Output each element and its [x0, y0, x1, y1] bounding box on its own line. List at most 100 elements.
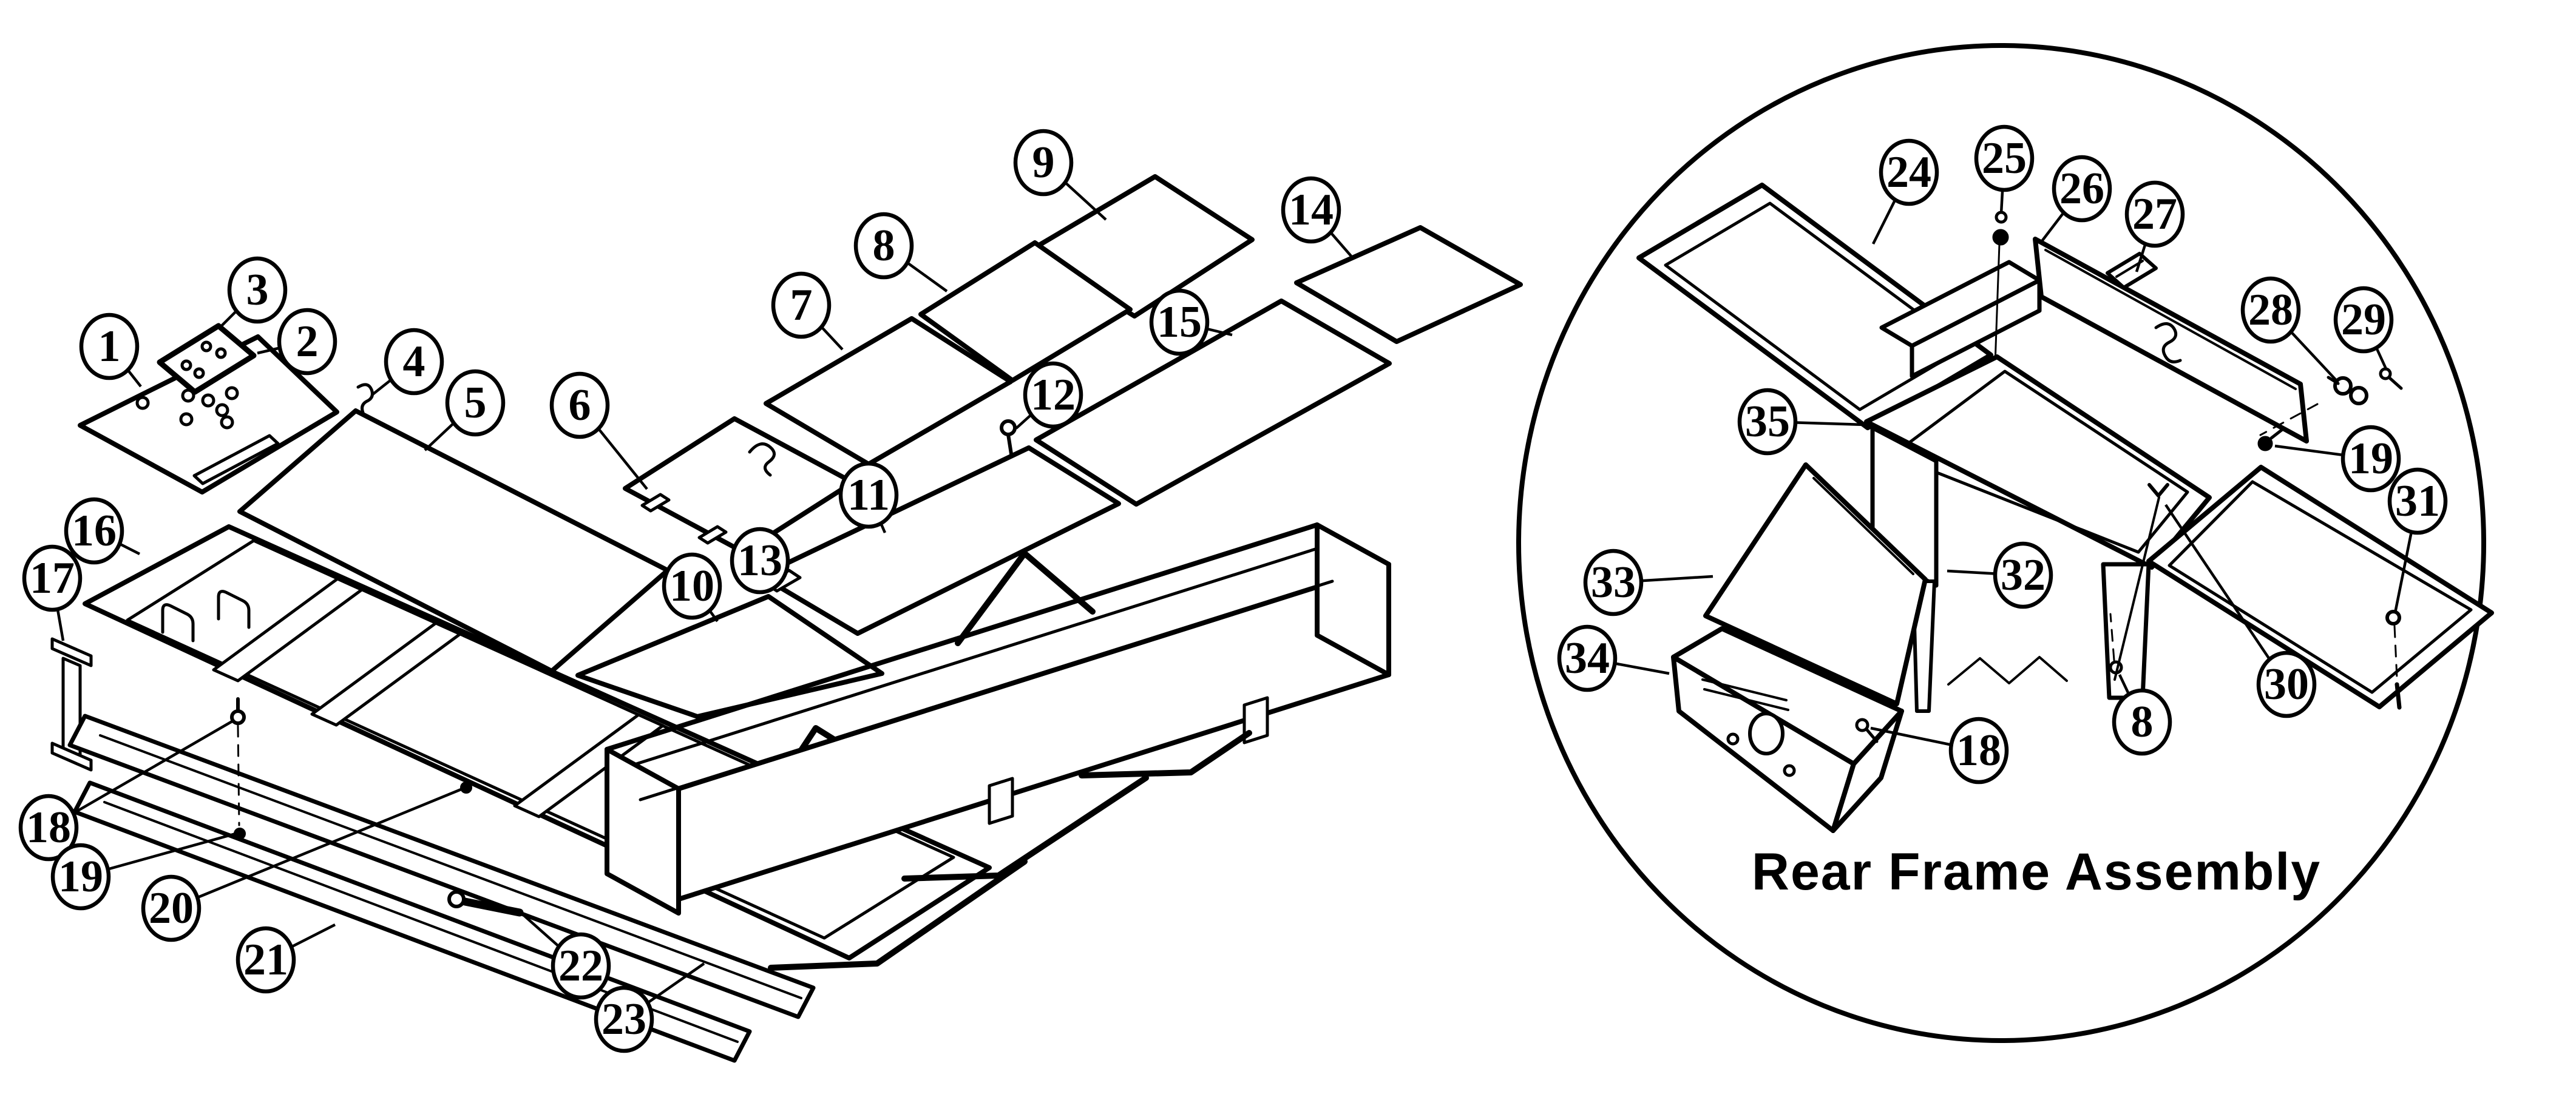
- rail-20: [67, 714, 816, 1019]
- callout-11-bubble: [838, 461, 899, 529]
- callout-7-number: 7: [790, 280, 813, 330]
- frame-16-divider-1: [212, 577, 364, 683]
- box-23-right-cap: [1315, 522, 1391, 677]
- callout-28-number: 28: [2248, 285, 2293, 335]
- callout-14-bubble: [1281, 176, 1341, 244]
- plate-7: [764, 316, 1013, 467]
- callout-30-number: 30: [2264, 660, 2309, 709]
- callout-9-number: 9: [1032, 138, 1055, 187]
- callout-31-bubble: [2387, 467, 2448, 535]
- callout-10-bubble: [662, 552, 722, 620]
- callout-27-number: 27: [2132, 189, 2177, 239]
- pin-22: [461, 897, 524, 917]
- plate-1-hole-7: [220, 415, 234, 430]
- callout-24-bubble: [1879, 138, 1939, 206]
- inset-title: Rear Frame Assembly: [1752, 843, 2321, 901]
- bolt-19-inset-stem: [2269, 428, 2284, 440]
- plate-2-3-hole-1: [200, 340, 212, 353]
- rod-30-eye: [2147, 483, 2169, 498]
- callout-17-number: 17: [30, 553, 75, 603]
- callout-2-number: 2: [296, 317, 319, 366]
- callout-1-bubble: [79, 312, 140, 380]
- callout-15-number: 15: [1157, 297, 1202, 347]
- clip-4: [356, 383, 374, 414]
- plate-1-hole-2: [181, 388, 195, 403]
- callout-22-bubble: [551, 932, 611, 1000]
- callout-3-number: 3: [246, 265, 269, 315]
- ibeam-17-bottom: [50, 741, 93, 772]
- bolt-18-inset: [1855, 718, 1869, 732]
- latch-28-a: [2333, 376, 2353, 396]
- callout-8-number: 8: [873, 221, 895, 271]
- callout-18-bubble: [18, 794, 79, 862]
- inset-circle: [1516, 43, 2486, 1043]
- box-23-vbrace-2: [955, 550, 1096, 646]
- callout-32-number: 32: [2001, 550, 2046, 600]
- plate-1-slot: [192, 434, 280, 485]
- callout-23-number: 23: [602, 994, 646, 1044]
- callout-19-inset-number: 19: [2348, 434, 2393, 484]
- bolt-12-shank: [1006, 433, 1013, 456]
- callout-14-number: 14: [1289, 185, 1334, 235]
- callout-21-number: 21: [243, 935, 288, 985]
- rail-24-outer: [1636, 183, 1993, 430]
- box-34-hole: [1748, 712, 1785, 755]
- frame-16-inner: [126, 539, 955, 940]
- callout-25-number: 25: [1982, 133, 2027, 183]
- callout-29-number: 29: [2341, 295, 2386, 345]
- bolt-12-head: [1000, 419, 1017, 436]
- callout-2-bubble: [277, 308, 337, 376]
- callout-5-number: 5: [464, 378, 487, 428]
- bolt-20: [460, 781, 472, 794]
- callout-6-number: 6: [569, 380, 591, 430]
- hook-rod-1: [768, 859, 1028, 971]
- callout-18-inset-number: 18: [1956, 726, 2001, 775]
- ibeam-17-top: [50, 637, 93, 667]
- callout-29-bubble: [2333, 286, 2394, 354]
- plate-1-hole-4: [225, 386, 239, 400]
- box-23-back-rail-inner: [617, 544, 1329, 771]
- callout-1-number: 1: [98, 322, 121, 371]
- plate-6-hinge-tab-2: [697, 525, 728, 545]
- plate-1-hole-3: [201, 393, 215, 408]
- ring-31-inner: [2168, 480, 2473, 694]
- panel-33: [1703, 462, 1928, 706]
- callout-8-inset-number: 8: [2131, 697, 2154, 747]
- rod-30: [2113, 496, 2160, 681]
- callout-16-bubble: [64, 497, 124, 565]
- callout-10-number: 10: [669, 561, 714, 611]
- frame-16-divider-3: [513, 713, 665, 819]
- bolt-25-head: [1992, 229, 2009, 246]
- bolt-25-tip: [1995, 211, 2008, 224]
- panel-33-inner: [1812, 477, 1914, 575]
- callout-18-leader: [47, 720, 234, 829]
- callout-32-bubble: [1993, 541, 2053, 609]
- bolt-31: [2385, 610, 2401, 626]
- callout-9-bubble: [1013, 129, 1074, 197]
- callout-16-number: 16: [72, 506, 117, 556]
- callout-3-bubble: [227, 256, 288, 324]
- frame-16-divider-2: [310, 621, 462, 727]
- callout-19-number: 19: [58, 852, 103, 902]
- callout-4-number: 4: [403, 337, 425, 386]
- callout-13-number: 13: [737, 536, 782, 586]
- plate-2-3-hole-3: [180, 359, 192, 371]
- callout-20-leader: [171, 787, 463, 910]
- ring-31-outer: [2146, 465, 2494, 709]
- callout-19-inset-bubble: [2340, 425, 2401, 493]
- callout-24-number: 24: [1886, 147, 1931, 197]
- hook-rod-2: [901, 775, 1149, 882]
- panel-26-inner: [2044, 249, 2297, 390]
- bolt-18-inset-stem: [1865, 728, 1879, 743]
- frame-16-gusset-2: [217, 590, 251, 629]
- plate-1-hole-1: [135, 396, 150, 410]
- callout-6-bubble: [549, 371, 610, 439]
- callout-27-bubble: [2124, 180, 2185, 248]
- plate-6: [623, 416, 855, 555]
- frame-16-gusset-1: [161, 603, 195, 643]
- callout-18-number: 18: [26, 803, 71, 852]
- callout-25-bubble: [1974, 124, 2035, 192]
- callout-18-inset-bubble: [1948, 717, 2009, 785]
- callout-12-bubble: [1023, 361, 1083, 429]
